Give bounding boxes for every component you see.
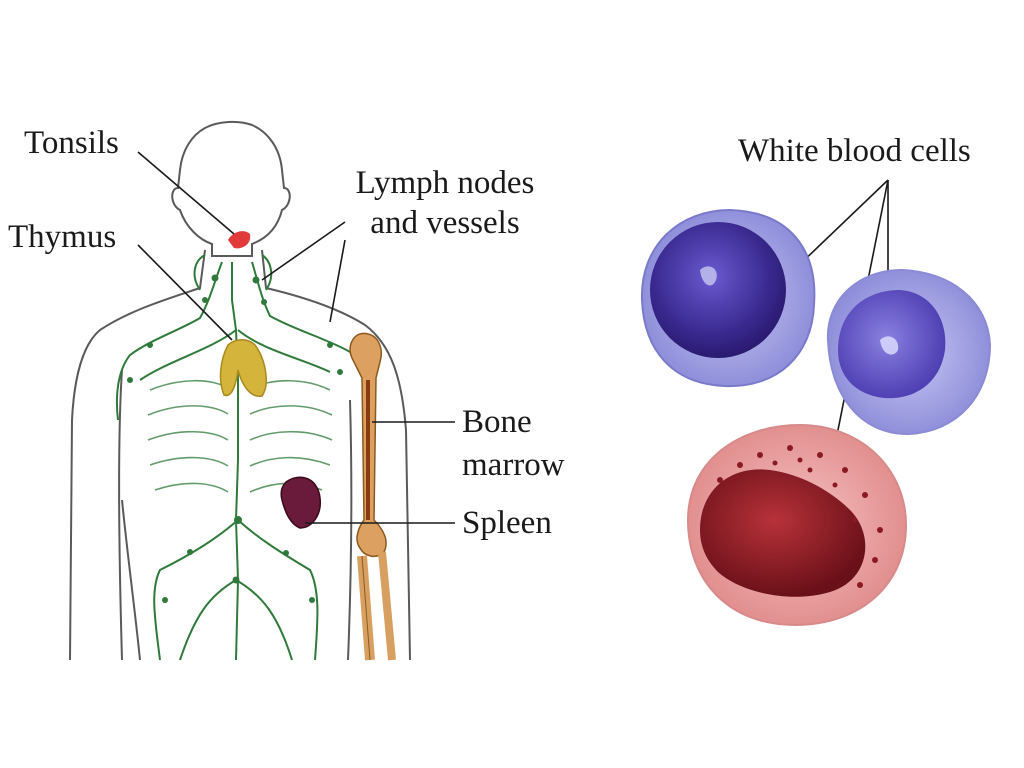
- ribcage: [147, 379, 333, 493]
- label-white-blood-cells: White blood cells: [738, 133, 971, 169]
- label-lymph-nodes-line1: Lymph nodes: [355, 165, 535, 201]
- label-bone-marrow-line2: marrow: [462, 447, 565, 483]
- lymph-nodes: [127, 274, 343, 603]
- label-thymus: Thymus: [8, 219, 117, 255]
- white-blood-cell-2: [826, 268, 992, 436]
- spleen-shape: [280, 476, 321, 529]
- thymus-shape: [219, 339, 267, 397]
- lymph-vessels: [115, 254, 351, 661]
- bone-marrow-shape: [349, 332, 396, 661]
- white-blood-cell-3: [686, 423, 908, 627]
- label-tonsils: Tonsils: [24, 125, 119, 161]
- label-lymph-nodes-line2: and vessels: [370, 205, 520, 241]
- white-blood-cell-1: [640, 208, 816, 388]
- label-spleen: Spleen: [462, 505, 552, 541]
- label-bone-marrow-line1: Bone: [462, 404, 532, 440]
- tonsils-shape: [228, 231, 251, 249]
- body-outline: [69, 120, 411, 661]
